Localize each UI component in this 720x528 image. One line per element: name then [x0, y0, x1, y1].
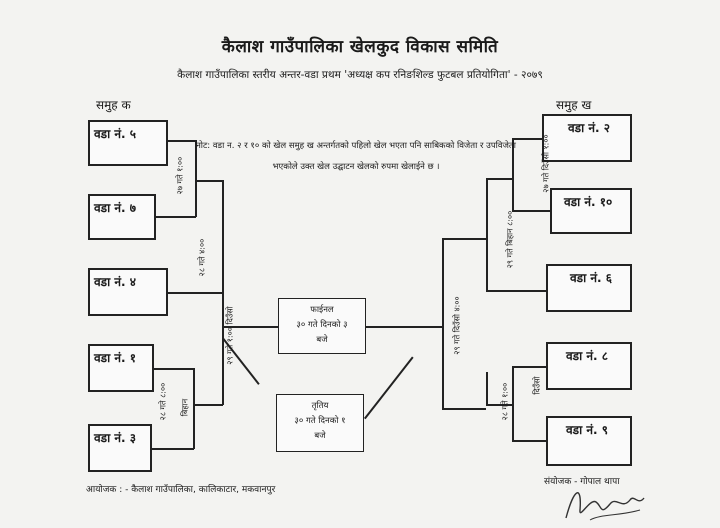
- signature-icon: [565, 492, 645, 521]
- bracket-line: [512, 210, 550, 212]
- bracket-line: [193, 404, 223, 406]
- ward-label: वडा नं. ७: [94, 201, 137, 215]
- bracket-line: [168, 292, 223, 294]
- ward-label: वडा नं. ३: [94, 431, 137, 445]
- ward-box-right-3: वडा नं. ६: [546, 264, 632, 312]
- bracket-line: [442, 238, 444, 408]
- ward-label: वडा नं. ५: [94, 127, 137, 141]
- third-place-box: तृतिय ३० गते दिनको १ बजे: [276, 394, 364, 452]
- group-b-label: समुह ख: [556, 98, 592, 112]
- bracket-line: [195, 140, 197, 217]
- ward-box-right-4: वडा नं. ८: [546, 342, 632, 390]
- ward-box-left-3: वडा नं. ४: [88, 268, 168, 316]
- ward-label: वडा नं. १०: [564, 195, 613, 209]
- ward-label: वडा नं. ६: [570, 271, 613, 285]
- final-box: फाईनल ३० गते दिनको ३ बजे: [278, 298, 366, 354]
- bracket-line: [512, 138, 542, 140]
- schedule-right-m3b: दिउँसो: [532, 376, 542, 395]
- bracket-line: [512, 440, 546, 442]
- schedule-right-m1: २७ गते दिउँसो १:००: [541, 134, 551, 193]
- ward-box-right-1: वडा नं. २: [542, 114, 632, 162]
- page-title: कैलाश गाउँपालिका खेलकुद विकास समिति: [221, 37, 499, 57]
- bracket-line: [152, 448, 194, 450]
- schedule-right-semi: २९ गते दिउँसो ४:००: [452, 296, 462, 355]
- schedule-left-m3b: बिहान: [180, 398, 190, 417]
- ward-box-left-2: वडा नं. ७: [88, 194, 156, 240]
- bracket-line: [156, 216, 196, 218]
- bracket-line: [512, 138, 514, 211]
- bracket-line: [168, 140, 196, 142]
- schedule-left-m3a: २८ गते ८:००: [158, 382, 168, 421]
- ward-label: वडा नं. ४: [94, 275, 137, 289]
- final-time-end: बजे: [316, 335, 328, 345]
- bracket-line: [366, 326, 444, 328]
- ward-label: वडा नं. ८: [566, 349, 609, 363]
- ward-label: वडा नं. १: [94, 351, 137, 365]
- third-time-end: बजे: [314, 431, 326, 441]
- bracket-line: [486, 178, 488, 290]
- group-a-label: समुह क: [96, 98, 131, 112]
- ward-label: वडा नं. २: [568, 121, 611, 135]
- ward-box-right-5: वडा नं. ९: [546, 416, 632, 466]
- ward-box-right-2: वडा नं. १०: [550, 188, 632, 234]
- bracket-line: [222, 180, 224, 292]
- bracket-line: [486, 290, 546, 292]
- bracket-line: [154, 368, 194, 370]
- schedule-left-m2: २८ गते ४:००: [197, 238, 207, 277]
- bracket-line: [195, 180, 223, 182]
- organizer-text: आयोजक : - कैलाश गाउँपालिका, कालिकाटार, म…: [86, 485, 276, 495]
- bracket-line: [222, 326, 278, 328]
- bracket-line: [222, 258, 224, 405]
- coordinator-text: संयोजक - गोपाल थापा: [544, 477, 620, 487]
- schedule-right-m2: २९ गते बिहान ८:००: [505, 210, 515, 269]
- bracket-line: [193, 368, 195, 449]
- bracket-line: [486, 178, 513, 180]
- ward-label: वडा नं. ९: [566, 423, 609, 437]
- bracket-line: [442, 238, 487, 240]
- bracket-line: [364, 356, 414, 419]
- bracket-line: [486, 372, 488, 405]
- ward-box-left-1: वडा नं. ५: [88, 120, 168, 166]
- ward-box-left-5: वडा नं. ३: [88, 424, 152, 472]
- schedule-left-m1: २७ गते १:००: [175, 156, 185, 195]
- bracket-line: [442, 408, 486, 410]
- final-time: ३० गते दिनको ३: [296, 320, 348, 330]
- third-time: ३० गते दिनको १: [294, 416, 346, 426]
- note-text: नोट: वडा न. २ र १० को खेल समुह ख अन्तर्ग…: [196, 141, 516, 172]
- bracket-line: [512, 366, 546, 368]
- schedule-left-semi: २९ गते १:०० दिउँसो: [225, 306, 235, 365]
- final-title: फाईनल: [310, 305, 334, 315]
- third-title: तृतिय: [311, 401, 329, 411]
- schedule-right-m3a: २८ गते १:००: [500, 382, 510, 421]
- ward-box-left-4: वडा नं. १: [88, 344, 154, 392]
- bracket-line: [512, 366, 514, 441]
- bracket-line: [486, 404, 513, 406]
- page-subtitle: कैलाश गाउँपालिका स्तरीय अन्तर-वडा प्रथम …: [177, 69, 543, 81]
